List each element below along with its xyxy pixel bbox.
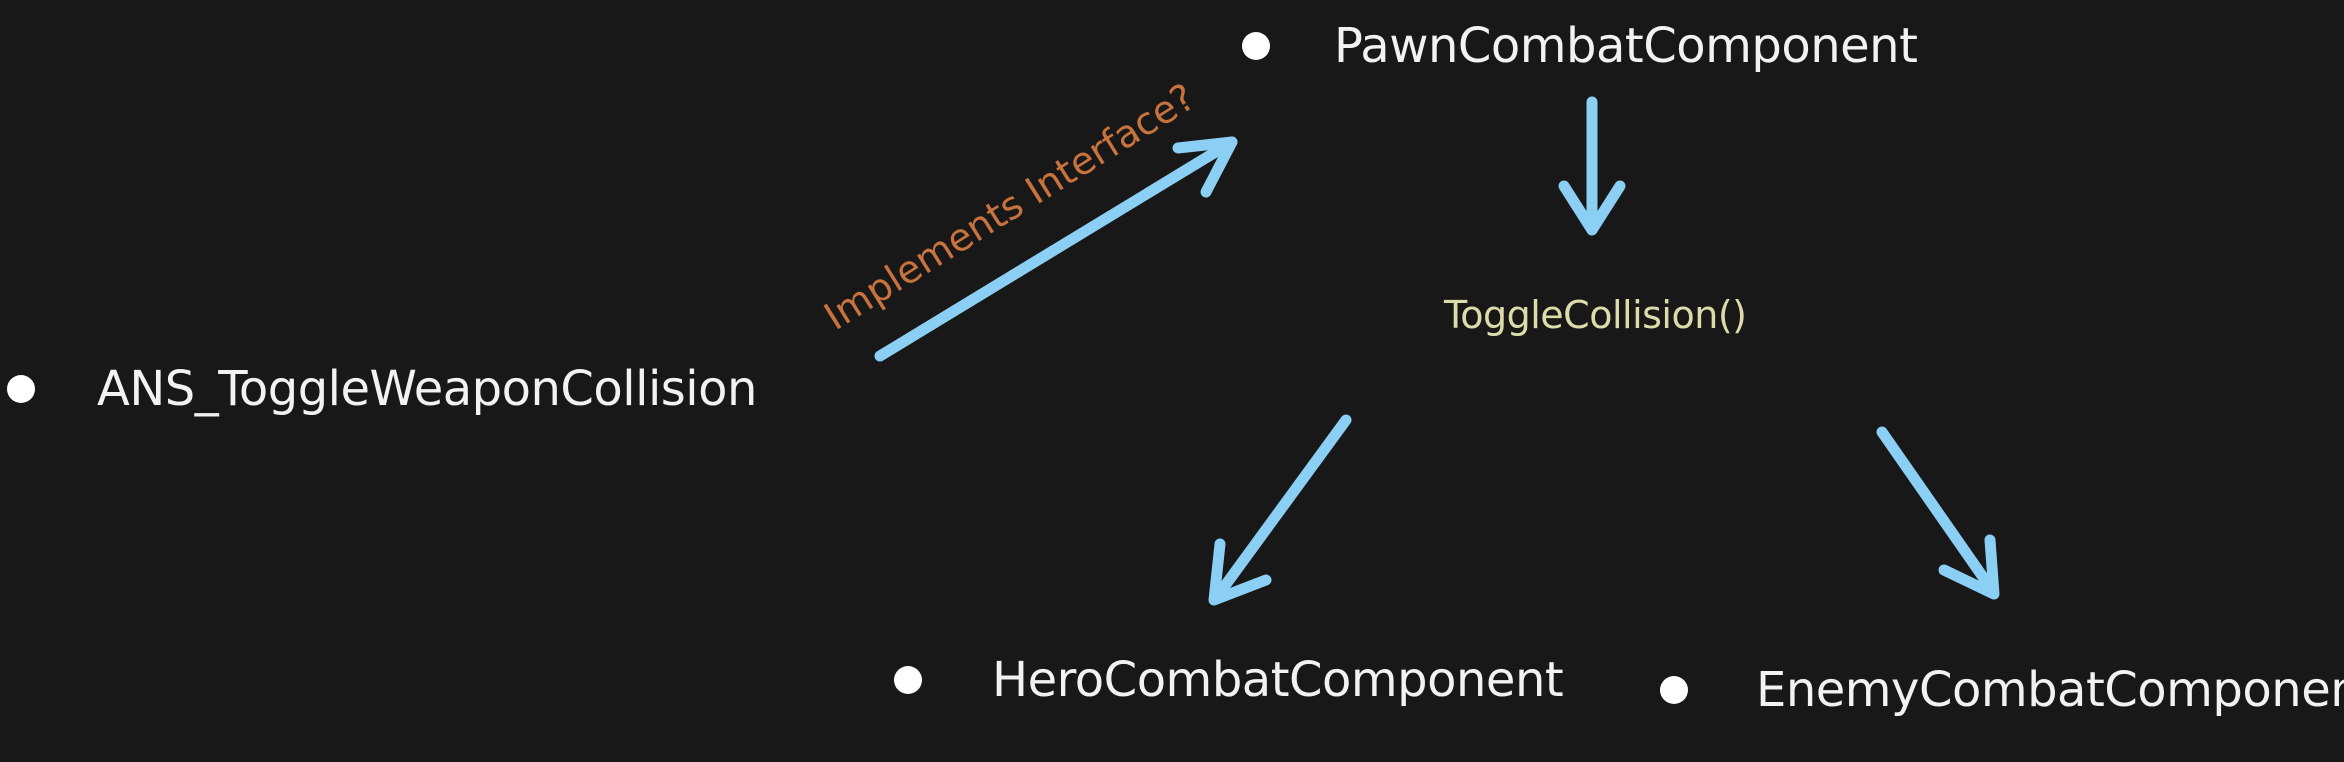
arrow-method-to-hero [1208,414,1352,606]
node-enemy-combat-component: EnemyCombatComponent [1660,666,2344,714]
arrow-pawn-to-method [1558,96,1626,236]
node-ans-toggle-weapon-collision: ANS_ToggleWeaponCollision [7,365,757,413]
method-toggle-collision-label: ToggleCollision() [1444,293,1747,337]
node-label: PawnCombatComponent [1334,18,1918,74]
node-label: HeroCombatComponent [992,652,1564,708]
node-label: EnemyCombatComponent [1756,662,2344,718]
bullet-icon [1242,32,1270,60]
node-pawn-combat-component: PawnCombatComponent [1242,18,1918,74]
node-hero-combat-component: HeroCombatComponent [894,652,1564,708]
node-label: ANS_ToggleWeaponCollision [97,361,757,417]
arrow-ans-to-pawn [874,136,1238,362]
bullet-icon [894,666,922,694]
bullet-icon [7,375,35,403]
bullet-icon [1660,676,1688,704]
arrow-method-to-enemy [1876,426,2000,600]
